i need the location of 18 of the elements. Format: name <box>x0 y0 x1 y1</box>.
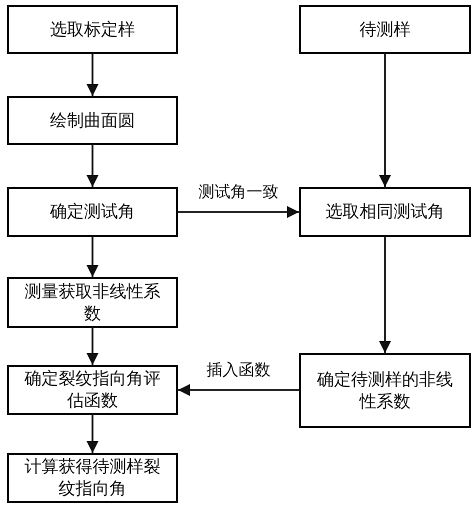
arrow <box>86 415 98 453</box>
process-box: 待测样 <box>299 5 471 54</box>
arrow <box>379 237 391 353</box>
arrow <box>86 328 98 365</box>
process-box: 选取标定样 <box>7 5 178 54</box>
process-box: 选取相同测试角 <box>299 187 471 237</box>
arrow <box>86 54 98 96</box>
arrow <box>86 237 98 277</box>
process-box: 确定测试角 <box>7 187 178 237</box>
process-box: 测量获取非线性系数 <box>7 277 178 328</box>
process-box: 确定裂纹指向角评估函数 <box>7 365 178 415</box>
arrow <box>178 206 299 218</box>
arrow <box>86 145 98 187</box>
process-box: 计算获得待测样裂纹指向角 <box>7 453 178 503</box>
process-box: 确定待测样的非线性系数 <box>299 353 471 428</box>
arrow <box>178 384 299 396</box>
arrow <box>379 54 391 187</box>
process-box: 绘制曲面圆 <box>7 96 178 145</box>
